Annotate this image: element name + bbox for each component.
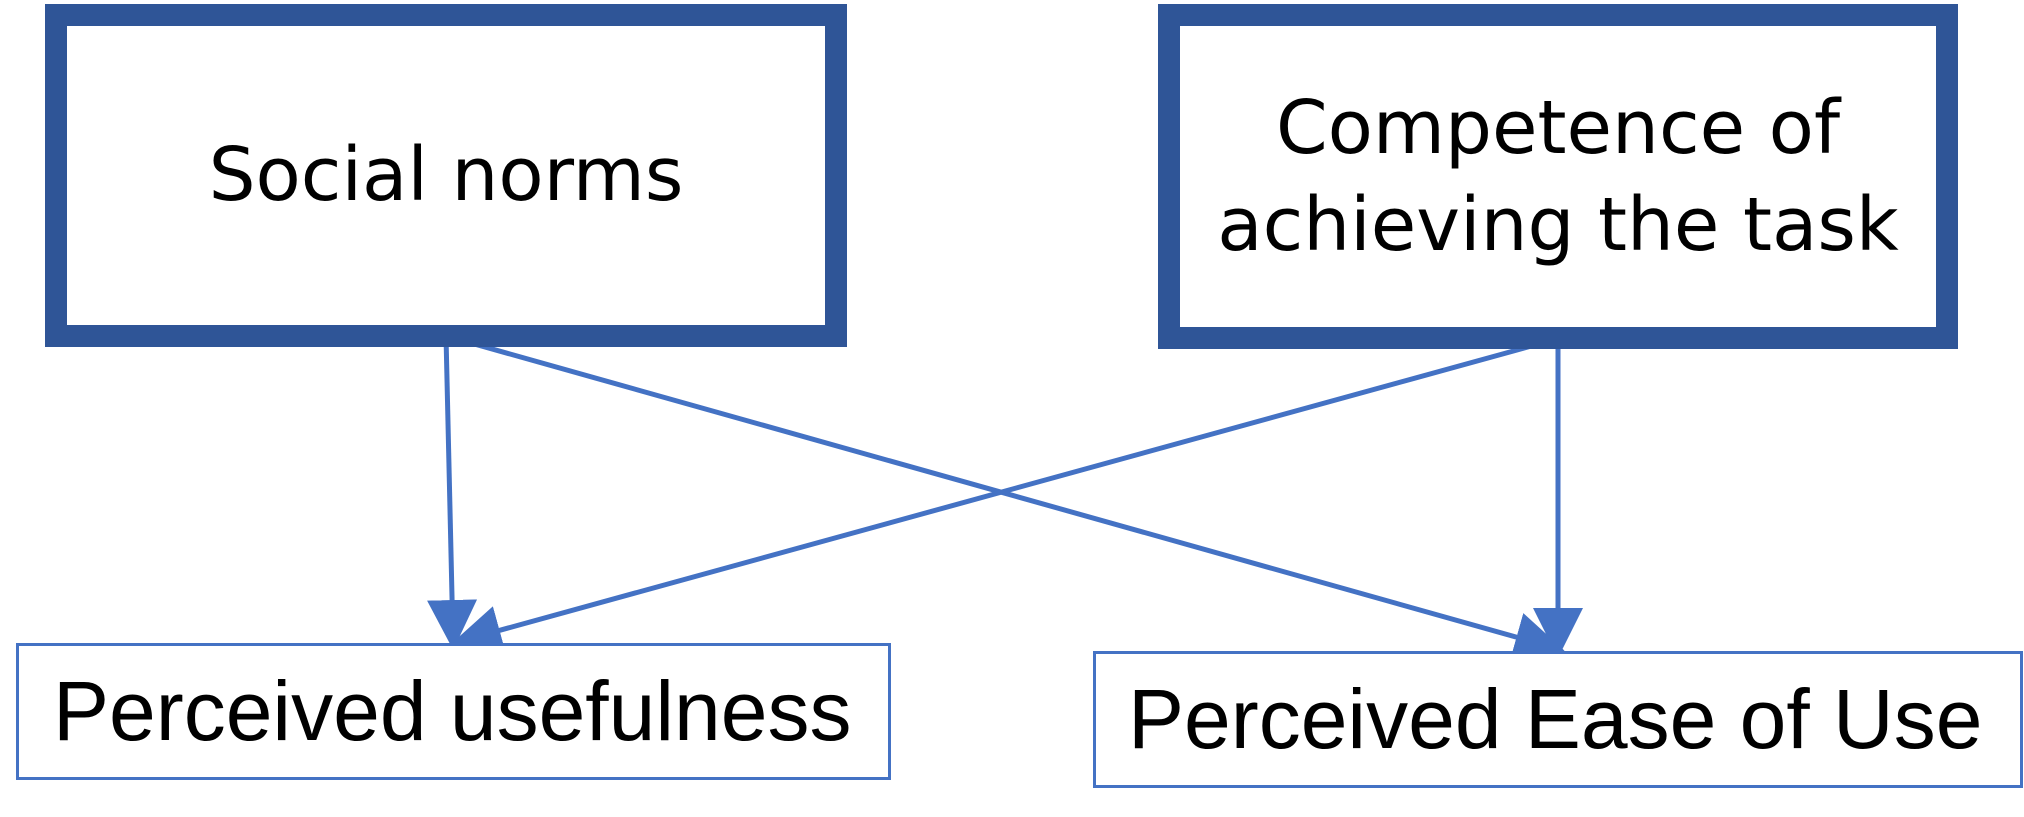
arrow-competence-to-usefulness (451, 336, 1558, 655)
node-perceived-usefulness-label: Perceived usefulness (53, 664, 852, 759)
node-social-norms-label: Social norms (208, 132, 684, 219)
node-perceived-usefulness: Perceived usefulness (16, 643, 891, 780)
node-perceived-ease-of-use-label: Perceived Ease of Use (1128, 672, 1983, 767)
arrow-social-to-usefulness (427, 335, 478, 650)
node-perceived-ease-of-use: Perceived Ease of Use (1093, 651, 2023, 788)
node-competence: Competence of achieving the task (1158, 4, 1958, 349)
node-social-norms: Social norms (45, 4, 847, 347)
node-competence-label: Competence of achieving the task (1217, 85, 1899, 268)
